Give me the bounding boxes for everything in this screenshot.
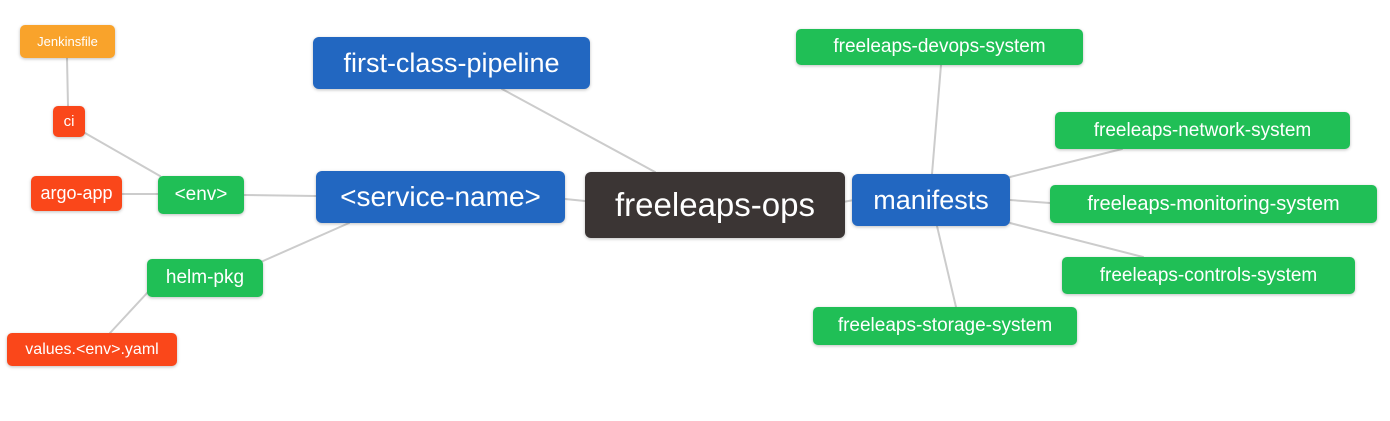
edge-ci-env	[84, 132, 161, 177]
node-manifests[interactable]: manifests	[852, 174, 1010, 226]
node-jenkinsfile[interactable]: Jenkinsfile	[20, 25, 115, 58]
edge-pipeline-ops	[501, 88, 656, 173]
edge-manifests-devops	[931, 64, 942, 175]
edge-manifests-network	[1009, 148, 1123, 178]
edge-manifests-monitoring	[1009, 199, 1051, 204]
node-ci[interactable]: ci	[53, 106, 85, 137]
node-env[interactable]: <env>	[158, 176, 244, 214]
edge-jenkinsfile-ci	[66, 57, 69, 107]
node-freeleaps-ops[interactable]: freeleaps-ops	[585, 172, 845, 238]
node-argo-app[interactable]: argo-app	[31, 176, 122, 211]
edge-helm-pkg-service-name	[262, 222, 350, 262]
edge-service-name-ops	[564, 198, 586, 202]
node-freeleaps-monitoring-system[interactable]: freeleaps-monitoring-system	[1050, 185, 1377, 223]
node-freeleaps-devops-system[interactable]: freeleaps-devops-system	[796, 29, 1083, 65]
edge-manifests-storage	[936, 225, 957, 308]
node-service-name[interactable]: <service-name>	[316, 171, 565, 223]
node-helm-pkg[interactable]: helm-pkg	[147, 259, 263, 297]
edge-helm-pkg-values-yaml	[109, 291, 149, 334]
node-values-env-yaml[interactable]: values.<env>.yaml	[7, 333, 177, 366]
node-freeleaps-network-system[interactable]: freeleaps-network-system	[1055, 112, 1350, 149]
node-freeleaps-controls-system[interactable]: freeleaps-controls-system	[1062, 257, 1355, 294]
node-first-class-pipeline[interactable]: first-class-pipeline	[313, 37, 590, 89]
node-freeleaps-storage-system[interactable]: freeleaps-storage-system	[813, 307, 1077, 345]
edge-manifests-controls	[1009, 222, 1144, 258]
edge-env-service-name	[243, 194, 317, 197]
